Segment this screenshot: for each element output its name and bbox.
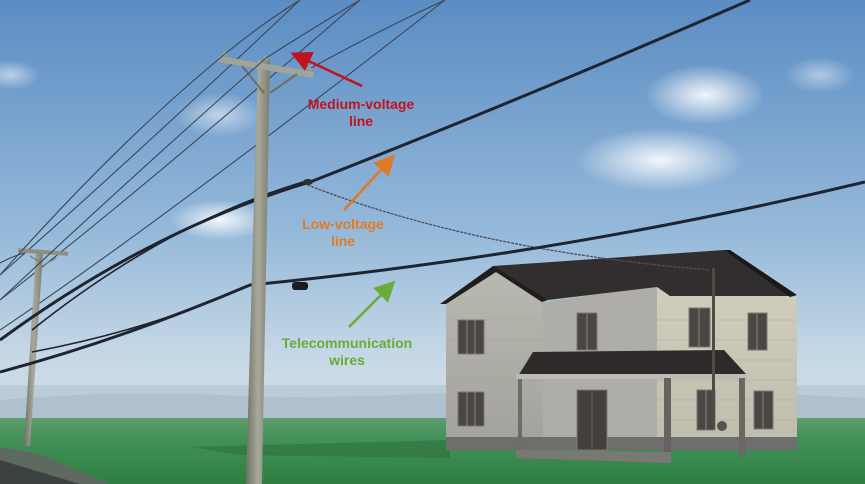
house [299, 181, 797, 463]
telecom-label-line1: Telecommunication [281, 335, 413, 351]
telecom-label-line2: wires [329, 352, 365, 368]
telecom-splice-box [292, 282, 308, 290]
clouds [0, 57, 855, 240]
medium-voltage-arrow [290, 51, 363, 88]
main-utility-pole [218, 51, 314, 484]
medium-voltage-label-line1: Medium-voltage [307, 96, 415, 112]
low-voltage-label-line2: line [330, 233, 356, 249]
medium-voltage-wires [0, 0, 446, 301]
low-voltage-label-line1: Low-voltage [302, 216, 384, 232]
telecom-arrow [348, 280, 396, 328]
low-voltage-arrow [343, 154, 396, 211]
low-voltage-label: Low-voltage line [292, 216, 394, 250]
telecom-label: Telecommunication wires [272, 335, 422, 369]
medium-voltage-label: Medium-voltage line [300, 96, 422, 130]
main-wires [0, 0, 865, 374]
medium-voltage-label-line2: line [348, 113, 374, 129]
far-utility-pole [17, 248, 69, 446]
